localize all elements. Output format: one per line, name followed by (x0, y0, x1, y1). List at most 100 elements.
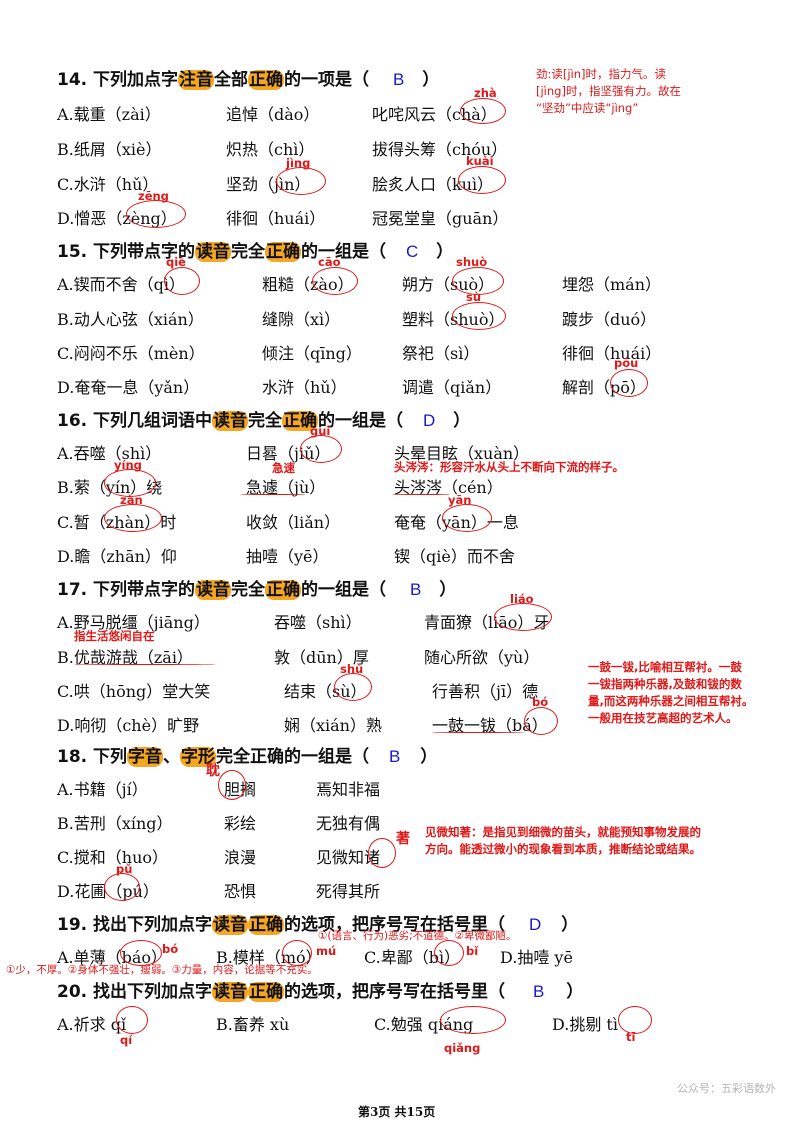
q15-answer: C (405, 242, 419, 261)
q17-option-d-1: D.响彻（chè）旷野 (57, 716, 200, 735)
q18-option-a-3: 焉知非福 (316, 780, 381, 799)
q18-circle-a2 (218, 770, 246, 800)
q15-option-c-4: 徘徊（huái） (562, 344, 662, 363)
q19-answer: D (528, 915, 542, 934)
q18-stem: 18. 下列字音、字形完全正确的一组是（ B） (57, 747, 438, 767)
q20-circle-a (116, 1006, 148, 1034)
q18-option-c-3: 见微知诸 (316, 848, 381, 867)
q19-pinyin-bo: bó (162, 942, 179, 956)
q17-underline-b1 (74, 664, 216, 665)
q14-circle-c2 (276, 167, 326, 195)
q15-option-d-2: 水浒（hǔ） (262, 378, 347, 397)
q17-circle-c2 (334, 673, 372, 701)
q14-option-a-2: 追悼（dào） (226, 105, 320, 124)
q18-circle-c3 (368, 838, 396, 868)
q14-pinyin-kuai: kuài (466, 154, 494, 168)
q15-pinyin-su: sù (466, 290, 482, 304)
q18-option-b-1: B.苦刑（xíng） (57, 814, 173, 833)
q20-pinyin-qiang: qiǎng (444, 1041, 481, 1055)
q14-circle-a (460, 98, 506, 124)
q16-option-b-3: 头涔涔（cén） (394, 478, 503, 497)
q20-option-a: A.祈求 qǐ (57, 1015, 127, 1034)
watermark: 公众号：五彩语数外 (677, 1082, 776, 1095)
q20-option-b: B.畜养 xù (216, 1015, 290, 1034)
q14-answer: B (392, 70, 405, 89)
q18-circle-d1 (104, 873, 140, 901)
q15-option-c-1: C.闷闷不乐（mèn） (57, 344, 205, 363)
q16-option-d-2: 抽噎（yē） (246, 547, 329, 566)
q16-pinyin-gui: guǐ (310, 424, 331, 438)
q17-underline-d3 (432, 732, 524, 733)
q18-note: 见微知著：是指见到细微的苗头，就能预知事物发展的方向。能透过微小的现象看到本质，… (425, 825, 701, 856)
q18-pinyin-pu: pǔ (116, 862, 133, 876)
q17-pinyin-shu: shù (340, 662, 364, 676)
q15-circle-a1 (164, 267, 200, 295)
q15-option-a-1: A.锲而不舍（qì） (57, 275, 186, 294)
q17-pinyin-bo: bó (532, 695, 549, 709)
q16-underline-b3 (392, 494, 450, 495)
q15-circle-b3 (452, 302, 506, 330)
q20-answer: B (532, 982, 545, 1001)
q16-option-d-3: 锲（qiè）而不舍 (394, 547, 515, 566)
q15-pinyin-shuo: shuò (456, 255, 488, 269)
q18-fix-dan: 耽 (206, 763, 220, 779)
q17-stem: 17. 下列带点字的读音完全正确的一组是（ B） (57, 580, 457, 600)
q20-option-d: D.挑剔 tì (552, 1015, 618, 1034)
q14-note: 劲:读[jìn]时，指力气。读[jìng]时，指坚强有力。故在“坚劲”中应读“j… (536, 67, 681, 115)
q19-circle-b (282, 940, 312, 966)
q15-circle-a2 (312, 267, 358, 295)
q14-option-b-2: 炽热（chì） (226, 140, 315, 159)
q18-option-d-2: 恐惧 (224, 882, 257, 901)
q18-option-d-3: 死得其所 (316, 882, 381, 901)
q15-option-b-4: 踱步（duó） (562, 310, 657, 329)
q16-option-d-1: D.瞻（zhān）仰 (57, 547, 177, 566)
q18-option-b-2: 彩绘 (224, 814, 257, 833)
q15-circle-a3 (452, 267, 504, 295)
q14-option-c-1: C.水浒（hǔ） (57, 175, 159, 194)
q18-option-c-2: 浪漫 (224, 848, 257, 867)
q14-option-b-3: 拔得头筹（chóu） (372, 140, 508, 159)
q15-option-c-3: 祭祀（sì） (402, 344, 480, 363)
q16-option-b-2: 急遽（jù） (246, 478, 326, 497)
q14-option-d-3: 冠冕堂皇（guān） (372, 209, 509, 228)
q17-option-a-2: 吞噬（shì） (274, 613, 362, 632)
q15-option-d-3: 调遣（qiǎn） (402, 378, 502, 397)
q17-option-c-1: C.哄（hōng）堂大笑 (57, 682, 211, 701)
q20-circle-d (618, 1006, 652, 1034)
q17-circle-a3 (494, 603, 552, 631)
q15-option-d-1: D.奄奄一息（yǎn） (57, 378, 200, 397)
q20-pinyin-qi: qí (120, 1033, 133, 1047)
q16-underline-b2 (240, 494, 306, 495)
q19-option-d: D.抽噎 yē (500, 948, 573, 967)
q14-circle-c3 (458, 166, 506, 194)
q15-option-b-2: 缝隙（xì） (262, 310, 341, 329)
q16-note-jisu: 急速 (272, 461, 295, 475)
q14-circle-d1 (126, 200, 186, 228)
q14-pinyin-jing: jìng (286, 156, 311, 170)
q16-stem: 16. 下列几组词语中读音完全正确的一组是（ D） (57, 411, 471, 431)
q16-circle-b1 (104, 469, 156, 497)
q16-circle-a2 (300, 435, 342, 463)
q20-pinyin-ti: tī (626, 1030, 636, 1044)
q17-option-b-3: 随心所欲（yù） (424, 648, 540, 667)
q17-option-c-3: 行善积（jī）德 (432, 682, 539, 701)
q19-circle-c (434, 940, 464, 966)
q16-option-a-1: A.吞噬（shì） (57, 444, 162, 463)
q17-answer: B (409, 580, 422, 599)
q14-option-b-1: B.纸屑（xiè） (57, 140, 162, 159)
q18-option-b-3: 无独有偶 (316, 814, 381, 833)
q14-option-a-1: A.载重（zài） (57, 105, 161, 124)
q17-circle-d3 (524, 707, 558, 735)
q16-answer: D (422, 411, 436, 430)
q19-circle-a (120, 940, 162, 966)
q18-option-c-1: C.搅和（huo） (57, 848, 169, 867)
q18-answer: B (388, 747, 401, 766)
q15-option-a-4: 埋怨（mán） (562, 275, 662, 294)
q15-pinyin-pou: pōu (614, 356, 639, 370)
q17-option-b-1: B.优哉游哉（zāi） (57, 648, 193, 667)
q19-note-top: ①(语言、行为)恶劣;不道德。②卑微鄙陋。 (318, 930, 517, 942)
q16-option-a-3: 头晕目眩（xuàn） (394, 444, 530, 463)
q16-note: 头涔涔：形容汗水从头上不断向下流的样子。 (394, 460, 624, 474)
q17-option-d-2: 娴（xián）熟 (284, 716, 382, 735)
q20-stem: 20. 找出下列加点字读音正确的选项，把序号写在括号里（ B） (57, 982, 584, 1002)
